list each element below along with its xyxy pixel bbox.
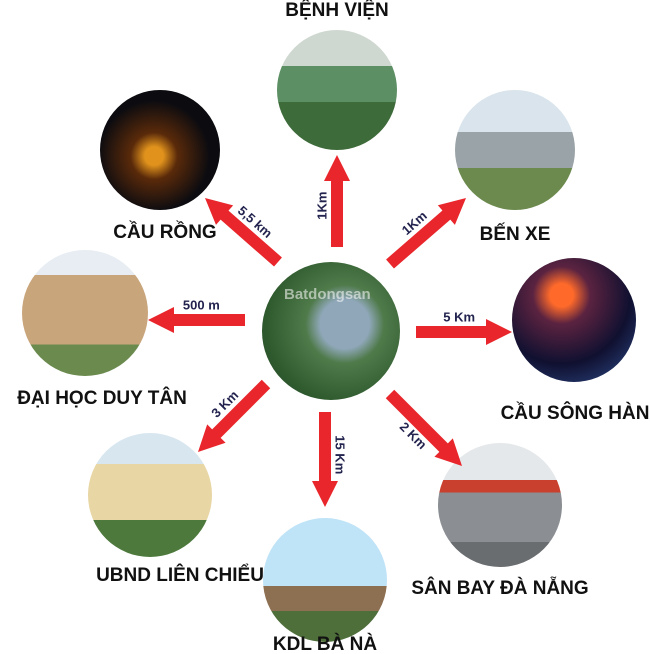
distance-arrow: 5,5 km xyxy=(204,198,282,267)
distance-arrow: 500 m xyxy=(148,297,245,333)
lien-chieu-office-photo xyxy=(88,433,212,557)
distance-label: 5 Km xyxy=(443,309,475,324)
distance-label: 500 m xyxy=(183,297,220,312)
arrow-shape xyxy=(312,412,338,507)
distance-arrow: 2 Km xyxy=(385,389,463,467)
bus-station-photo xyxy=(455,90,575,210)
dragon-bridge-photo xyxy=(100,90,220,210)
duy-tan-university-photo xyxy=(22,250,148,376)
arrow-shape xyxy=(204,198,282,267)
label-ubnd-lien-chieu: UBND LIÊN CHIỂU xyxy=(96,565,264,586)
distance-arrow: 15 Km xyxy=(312,412,348,507)
distance-arrow: 5 Km xyxy=(416,309,512,345)
arrow-shape xyxy=(198,379,271,452)
label-kdl-ba-na: KDL BÀ NÀ xyxy=(272,634,378,654)
distance-arrow: 1Km xyxy=(386,197,466,269)
distance-label: 1Km xyxy=(314,192,329,220)
distance-arrow: 3 Km xyxy=(198,379,271,452)
ba-na-cable-car-photo xyxy=(263,518,387,642)
label-cau-song-han: CẦU SÔNG HÀN xyxy=(500,403,650,424)
label-benh-vien: BỆNH VIỆN xyxy=(285,0,389,21)
arrow-shape xyxy=(324,155,350,247)
distance-arrow: 1Km xyxy=(314,155,350,247)
han-river-bridge-photo xyxy=(512,258,636,382)
hospital-photo xyxy=(277,30,397,150)
label-ben-xe: BẾN XE xyxy=(479,224,551,245)
arrow-shape xyxy=(148,307,245,333)
arrow-shape xyxy=(416,319,512,345)
arrow-shape xyxy=(385,389,463,467)
label-dai-hoc-duy-tan: ĐẠI HỌC DUY TÂN xyxy=(17,388,187,409)
project-aerial-photo: Batdongsan xyxy=(262,262,400,400)
label-cau-rong: CẦU RỒNG xyxy=(113,222,217,243)
watermark: Batdongsan xyxy=(284,286,371,303)
distance-label: 15 Km xyxy=(333,435,348,474)
arrow-shape xyxy=(386,197,466,269)
label-san-bay-da-nang: SÂN BAY ĐÀ NẴNG xyxy=(411,578,589,599)
